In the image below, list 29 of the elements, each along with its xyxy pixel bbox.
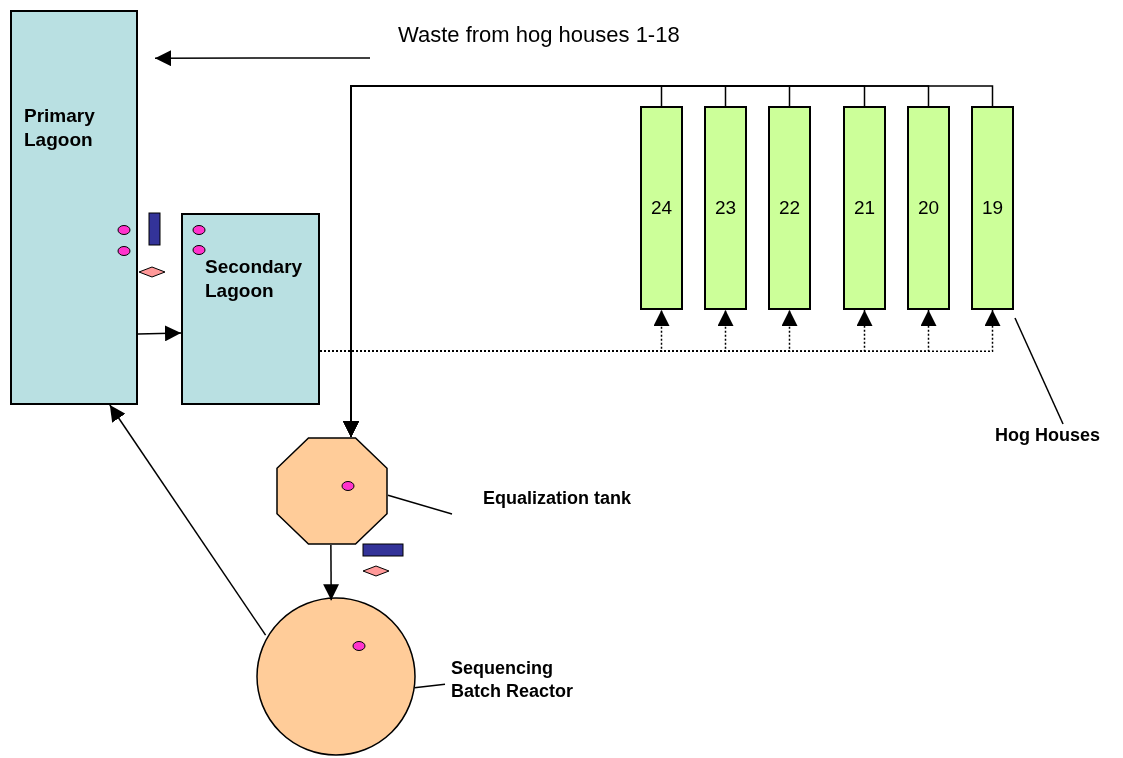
hog-house-box — [768, 106, 811, 310]
hog-house-box — [971, 106, 1014, 310]
flow-arrow — [323, 544, 340, 601]
lagoon-name: Primary Lagoon — [24, 104, 96, 152]
house-number: 20 — [917, 197, 940, 219]
reactor-label: Sequencing Batch Reactor — [451, 657, 583, 703]
flow-arrow — [109, 404, 267, 636]
hog-house-box — [704, 106, 747, 310]
house-number: 21 — [853, 197, 876, 219]
leader-line — [1014, 317, 1064, 425]
flow-arrow — [137, 325, 182, 342]
lagoon-box — [10, 10, 138, 405]
tank-octagon — [276, 437, 388, 545]
house-number: 22 — [778, 197, 801, 219]
leader-line — [413, 683, 446, 689]
house-number: 19 — [981, 197, 1004, 219]
lagoon-name: Secondary Lagoon — [205, 255, 304, 303]
hog-house-box — [843, 106, 886, 310]
reactor-circle — [256, 597, 416, 756]
hog-house-box — [640, 106, 683, 310]
hog-house-box — [907, 106, 950, 310]
flow-arrow — [154, 50, 371, 67]
lagoon-box — [181, 213, 320, 405]
tank-label: Equalization tank — [483, 487, 632, 510]
hog-houses-label: Hog Houses — [995, 424, 1100, 447]
house-number: 24 — [650, 197, 673, 219]
house-number: 23 — [714, 197, 737, 219]
leader-line — [387, 494, 453, 515]
flow-label: Waste from hog houses 1-18 — [398, 22, 680, 48]
